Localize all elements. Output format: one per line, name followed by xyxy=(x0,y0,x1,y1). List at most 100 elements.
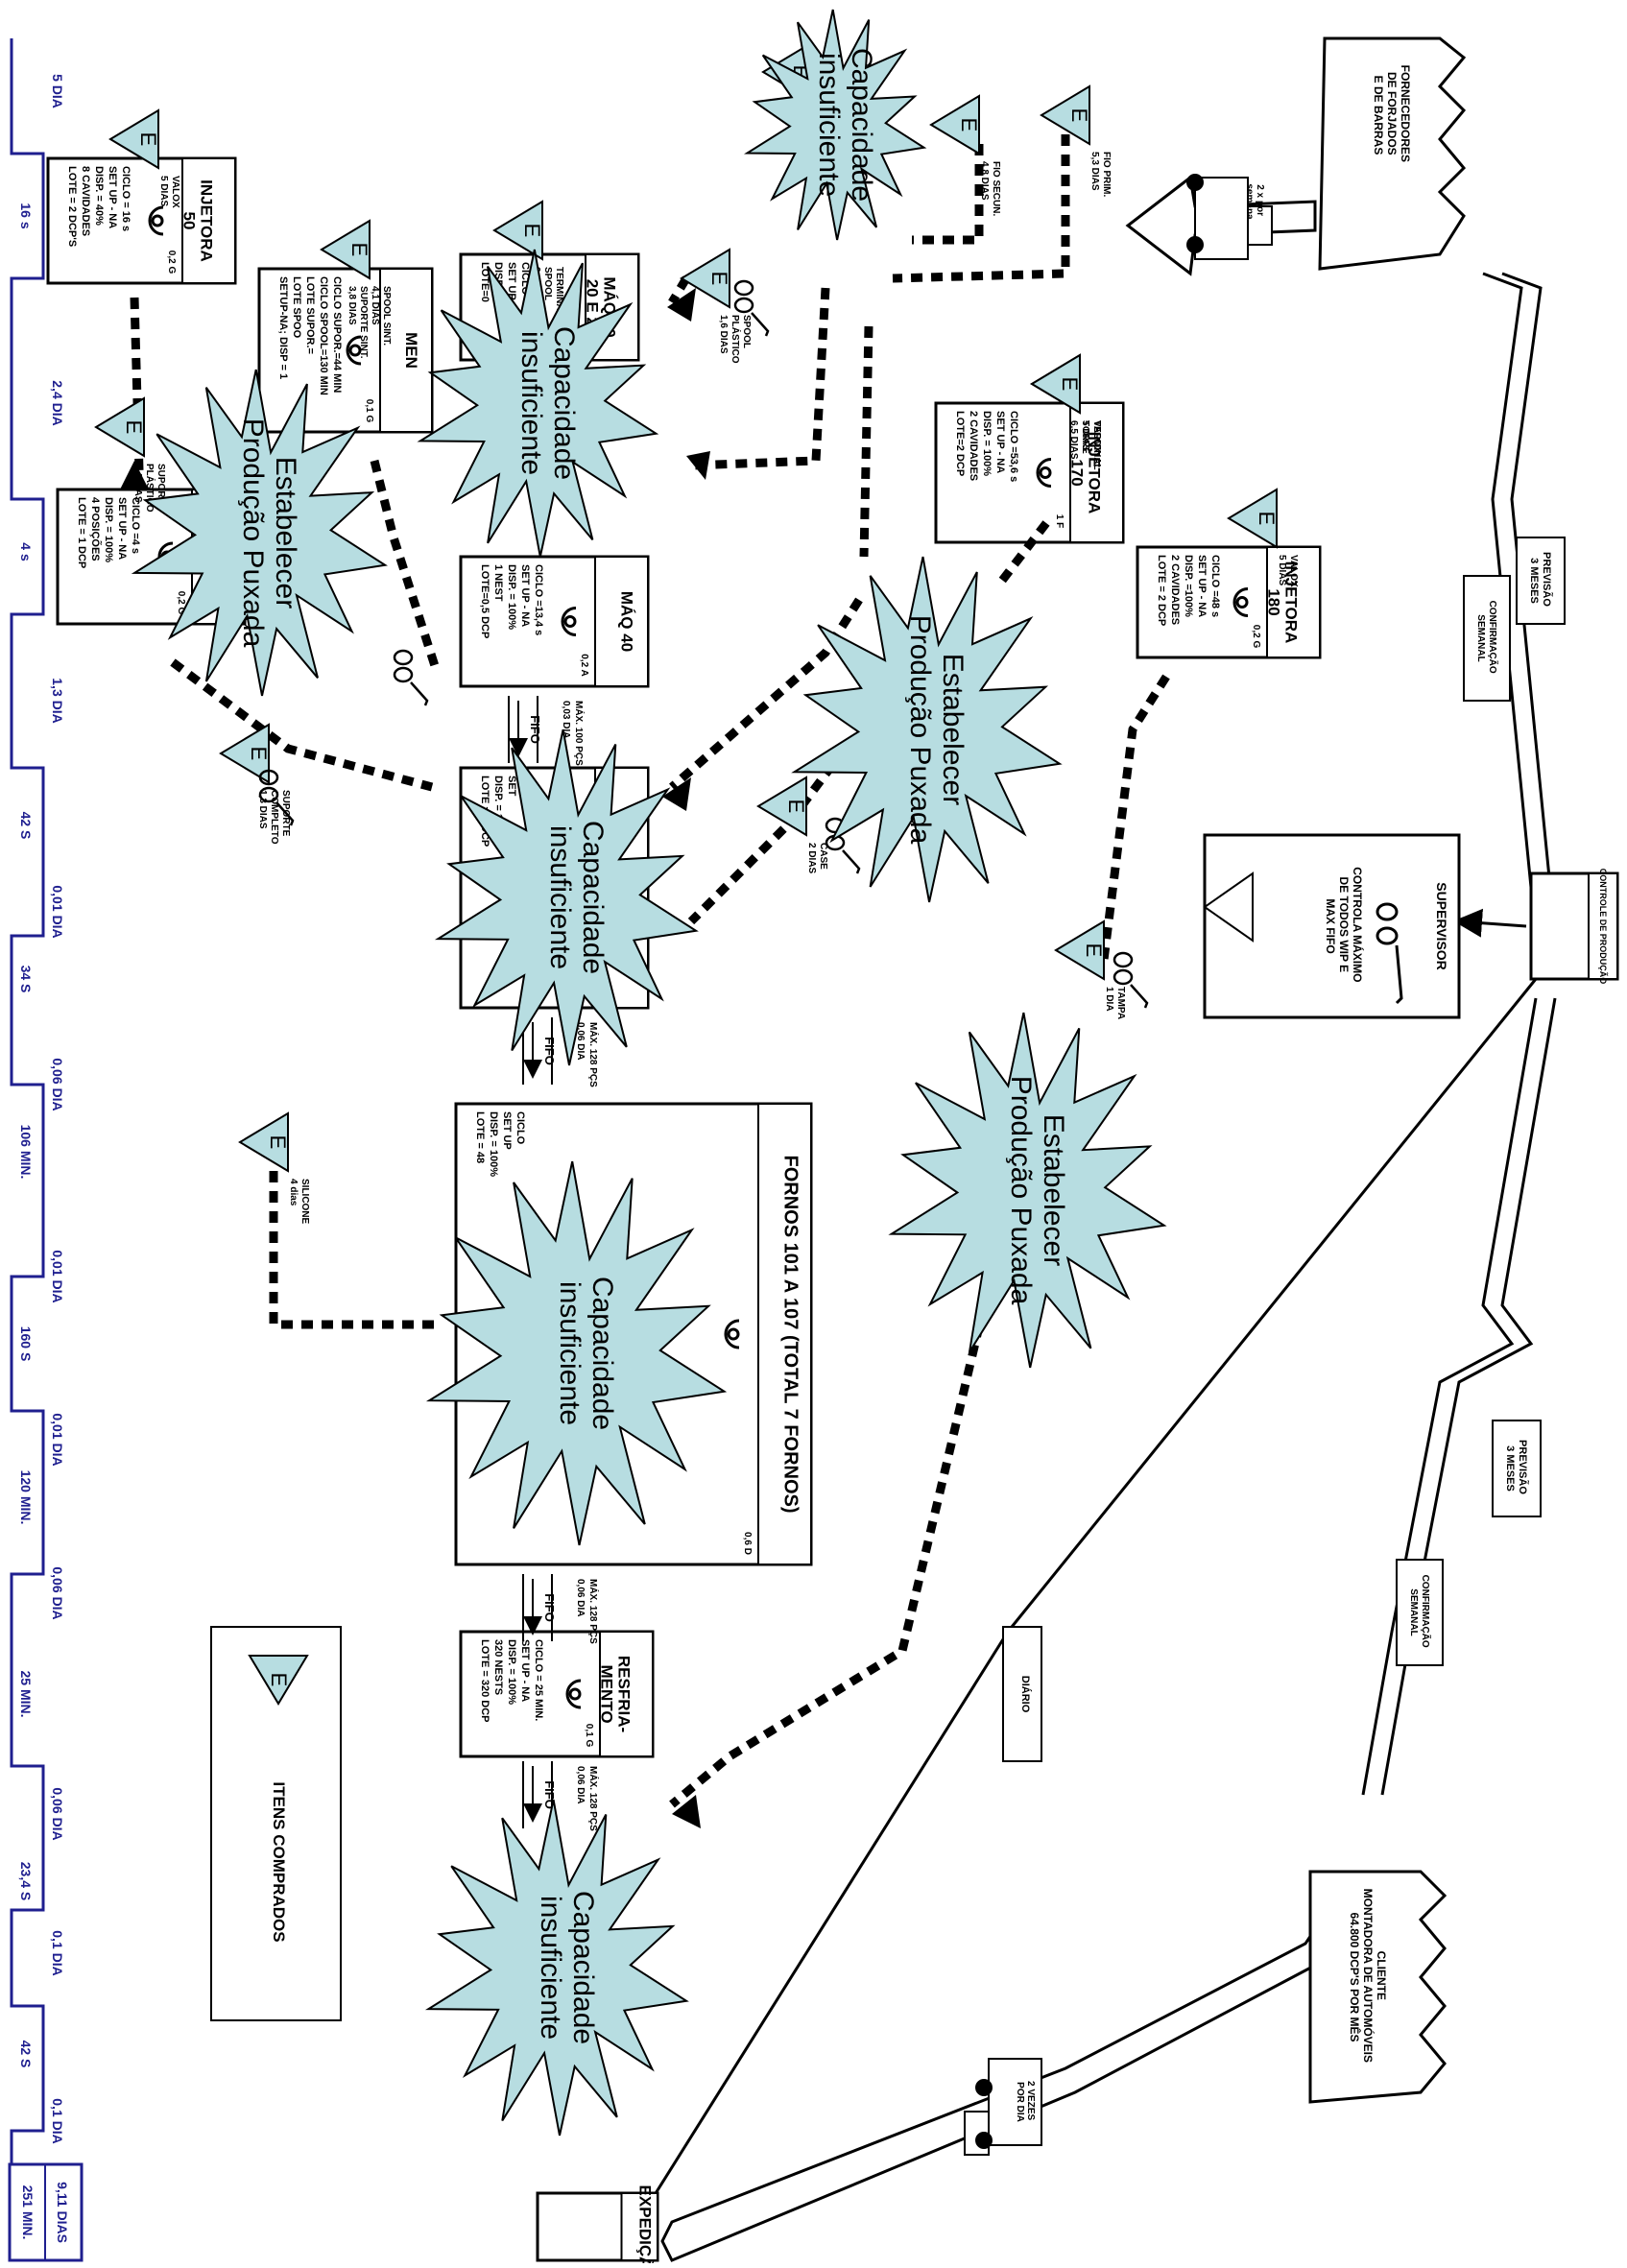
fifo-lane: FIFOMÁX. 100 PÇS0,03 DIA xyxy=(509,696,586,766)
customer-confirm-1: CONFIRMAÇÃO xyxy=(1420,1575,1432,1648)
timeline-wait-label: 0,06 DIA xyxy=(50,1058,65,1110)
timeline-process-label: 42 S xyxy=(18,812,34,840)
process-cycle-label: 0,2 A xyxy=(579,654,589,677)
inventory-label: 4,8 DIAS xyxy=(979,161,990,201)
inventory-label: 4 dias xyxy=(288,1179,299,1206)
daily-line xyxy=(1008,979,1536,1632)
svg-text:2 VEZES POR DIA: 2 VEZES POR DIA xyxy=(1015,2081,1036,2123)
process-data-line: DISP. = 100% xyxy=(103,497,114,562)
inventory-label: 5,3 DIAS xyxy=(1089,152,1100,191)
timeline-process-label: 42 S xyxy=(18,2041,34,2068)
process-data-line: SET UP - NA xyxy=(107,166,118,228)
inventory-label: 5 DIAS xyxy=(1277,555,1287,586)
process-cycle-label: 1 F xyxy=(1054,514,1065,528)
kaizen-burst-line: Estabelecer xyxy=(1038,1114,1069,1266)
process-title: MEN xyxy=(402,332,420,369)
process-title: MÁQ 40 xyxy=(618,591,636,652)
inventory-triangle: ECASE2 DIAS xyxy=(758,777,828,874)
inventory-symbol: E xyxy=(266,1135,290,1150)
customer-demand: 64.800 DCP'S POR MÊS xyxy=(1348,1913,1362,2042)
process-data-line: SET UP - NA xyxy=(116,497,128,560)
inventory-label: VALOX xyxy=(1288,555,1299,587)
timeline-process-label: 120 MIN. xyxy=(18,1470,34,1525)
process-title-line: INJETORA xyxy=(198,179,216,262)
process-cycle-label: 0,1 G xyxy=(364,399,374,423)
supplier-line3: E DE BARRAS xyxy=(1372,76,1385,155)
process-data-line: SET xyxy=(506,776,517,797)
process-title-line: 180 xyxy=(1265,588,1283,615)
inventory-triangle: ESUPORTECOMPLETO1,3 DIAS xyxy=(221,725,291,845)
inventory-label: 5 DIAS xyxy=(1080,420,1090,452)
kaizen-burst-text: Capacidadeinsuficiente xyxy=(554,1277,618,1430)
timeline-process-label: 34 S xyxy=(18,966,34,993)
supplier-forecast-2: 3 MESES xyxy=(1528,558,1540,604)
timeline-process-label: 23,4 S xyxy=(18,1862,34,1900)
push-arrow-7 xyxy=(1104,677,1166,960)
inventory-symbol: E xyxy=(347,243,371,257)
kaizen-burst: Capacidadeinsuficiente xyxy=(428,1800,686,2136)
inventory-symbol: E xyxy=(1067,108,1091,123)
kaizen-burst-line: insuficiente xyxy=(544,825,576,969)
inventory-symbol: E xyxy=(784,800,808,814)
process-title: EXPEDIÇÃ xyxy=(635,2185,655,2263)
process-data-line: DISP. = 100% xyxy=(981,411,993,476)
inventory-label: SUPORTE SINT. xyxy=(358,286,369,359)
inventory-triangle: ETAMPA1 DIA xyxy=(1056,921,1126,1019)
timeline-wait-label: 2,4 DIA xyxy=(50,380,65,425)
process-title-line: 170 xyxy=(1068,459,1087,486)
kaizen-burst-line: Capacidade xyxy=(548,326,580,480)
supervisor-title: SUPERVISOR xyxy=(1434,882,1449,970)
inventory-symbol: E xyxy=(957,118,981,132)
process-data-line: 4 POSIÇÕES xyxy=(89,497,102,561)
legend-label: ITENS COMPRADOS xyxy=(270,1781,288,1942)
legend-symbol: E xyxy=(267,1673,291,1687)
process-data-line: DISP. = 40% xyxy=(93,166,105,226)
customer-forecast-1: PREVISÃO xyxy=(1517,1440,1529,1494)
inventory-label: PLÁSTICO xyxy=(730,315,742,364)
process-data-line: LOTE = 2 DCP xyxy=(1156,555,1167,626)
process-data-line: DISP. = 100% xyxy=(488,1111,499,1177)
fifo-max-label: 0,06 DIA xyxy=(575,1766,586,1803)
inventory-label: 6,5 DIAS xyxy=(1068,420,1079,460)
fifo-label: FIFO xyxy=(542,1037,557,1065)
production-control-label: CONTROLE DE PRODUÇÃO xyxy=(1598,869,1608,985)
process-data-line: LOTE=2 DCP xyxy=(954,411,966,476)
process-cycle-label: 0,1 G xyxy=(584,1724,594,1748)
inventory-label: SPOOL xyxy=(542,267,553,300)
timeline-wait-label: 1,3 DIA xyxy=(50,678,65,723)
supervisor-line2: DE TODOS WIP E xyxy=(1337,877,1351,973)
fifo-max-label: MÁX. 128 PÇS xyxy=(587,1579,600,1644)
kaizen-burst-line: Produção Puxada xyxy=(1005,1076,1037,1305)
inventory-symbol: E xyxy=(520,224,544,238)
inventory-label: 3,8 DIAS xyxy=(347,286,357,325)
process-data-line: CICLO =4 s xyxy=(130,497,141,554)
inventory-symbol: E xyxy=(136,132,160,147)
kaizen-burst-line: insuficiente xyxy=(813,53,845,197)
timeline-wait-label: 5 DIA xyxy=(50,74,65,108)
fifo-label: FIFO xyxy=(528,715,542,744)
inventory-label: 4,1 DIAS xyxy=(370,286,380,325)
inventory-label: 2 DIAS xyxy=(806,843,817,874)
process-data-line: LOTE = 320 DCP xyxy=(479,1639,490,1723)
supplier-line2: DE FORJADOS xyxy=(1385,72,1399,155)
fifo-max-label: MÁX. 100 PÇS xyxy=(573,701,586,766)
supplier-confirm-2: SEMANAL xyxy=(1475,614,1486,661)
inventory-symbol: E xyxy=(1255,512,1279,526)
svg-text:2 x por semana: 2 x por semana xyxy=(1244,183,1265,220)
process-title: RESFRIA-MENTO xyxy=(598,1656,634,1732)
kaizen-burst: Capacidadeinsuficiente xyxy=(747,10,923,240)
customer-truck-label1: 2 VEZES xyxy=(1025,2081,1036,2120)
timeline-wait-label: 0,1 DIA xyxy=(50,1930,65,1975)
push-arrow-10 xyxy=(173,662,432,787)
timeline-wait-label: 0,01 DIA xyxy=(50,1250,65,1302)
inventory-label: SILICONE xyxy=(299,1179,310,1225)
supervisor-link xyxy=(1459,921,1526,926)
kaizen-burst-text: Capacidadeinsuficiente xyxy=(535,1891,599,2044)
supplier-title: FORNECEDORES xyxy=(1399,65,1412,162)
process-box: INJETORA500,2 GCICLO = 16 sSET UP - NADI… xyxy=(48,158,235,283)
timeline-process-label: 25 MIN. xyxy=(18,1670,34,1717)
process-data-line: CICLO SPOOL=130 MIN xyxy=(318,276,329,395)
process-data-line: SET UP xyxy=(501,1111,513,1150)
process-data-line: 2 CAVIDADES xyxy=(1169,555,1181,625)
